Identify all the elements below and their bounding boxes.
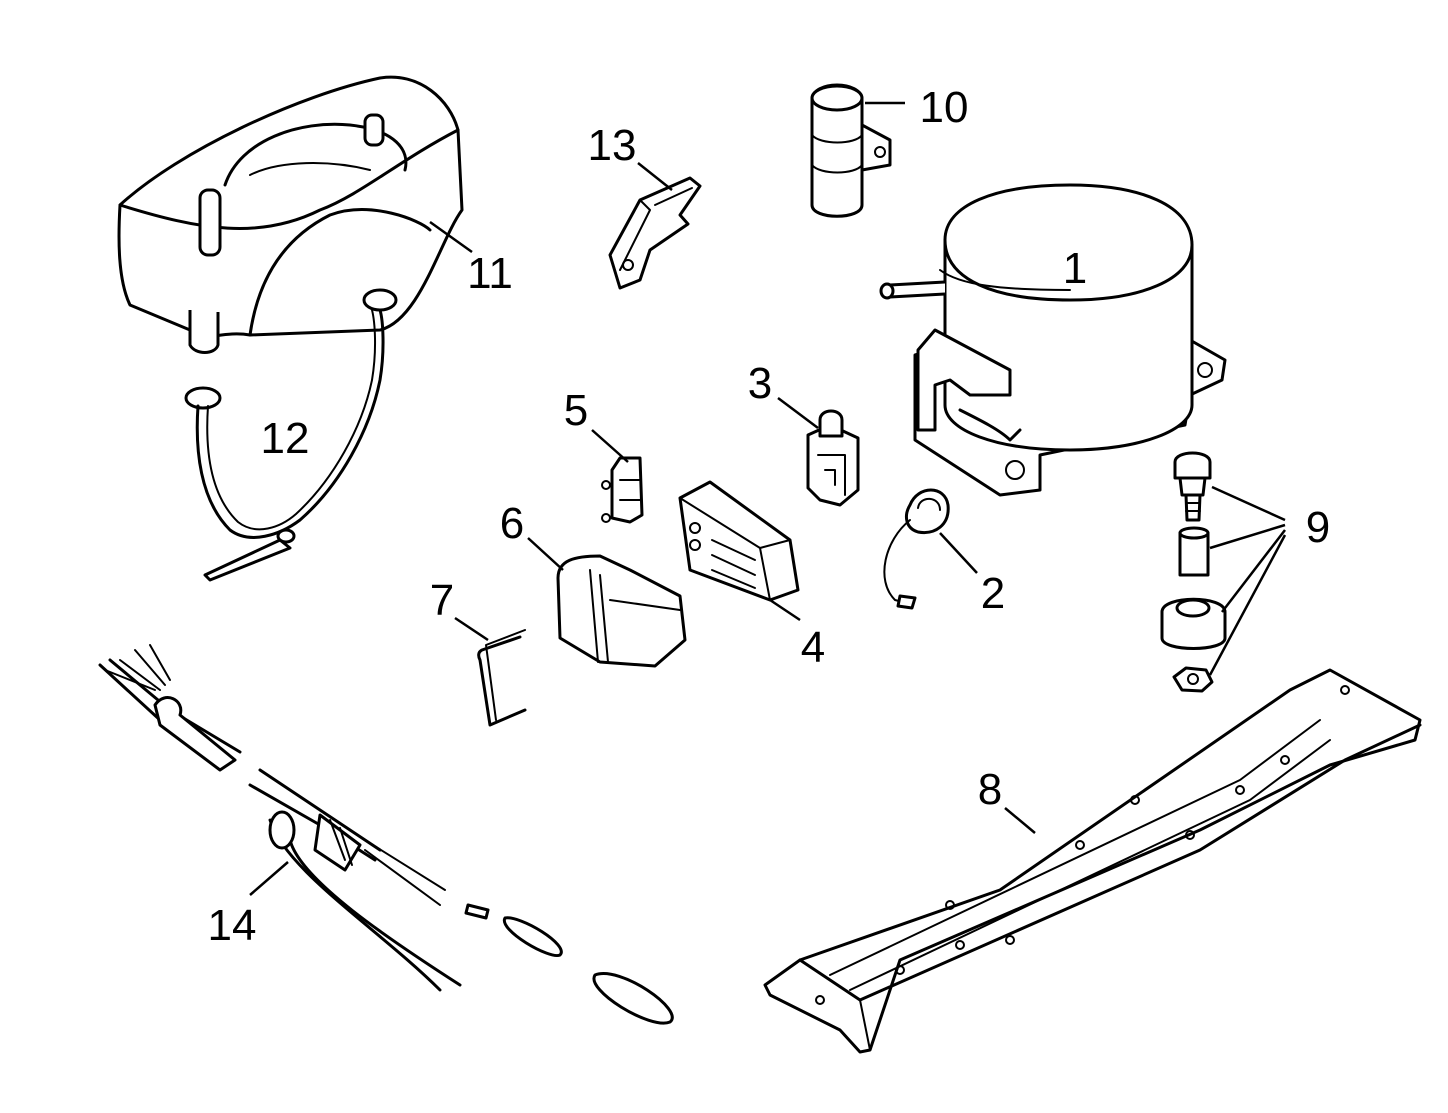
part-3-relay bbox=[806, 409, 860, 507]
part-13-bracket bbox=[608, 176, 702, 290]
callout-9: 9 bbox=[1306, 503, 1330, 552]
callout-5: 5 bbox=[564, 386, 588, 435]
callout-13: 13 bbox=[588, 121, 637, 170]
callout-6: 6 bbox=[500, 499, 524, 548]
callout-4: 4 bbox=[801, 623, 825, 672]
part-6-overload bbox=[556, 554, 687, 668]
callout-8: 8 bbox=[978, 765, 1002, 814]
part-5-clip bbox=[601, 456, 644, 524]
part-10-capacitor bbox=[810, 83, 892, 218]
part-2-grommet bbox=[883, 488, 950, 610]
callout-11: 11 bbox=[467, 249, 513, 298]
part-1-compressor bbox=[879, 183, 1227, 497]
part-7-wire-clip bbox=[477, 629, 527, 727]
part-8-base-rail bbox=[763, 668, 1422, 1054]
part-9-mounting-hardware bbox=[1160, 451, 1227, 693]
callout-14: 14 bbox=[208, 901, 257, 950]
callout-3: 3 bbox=[748, 359, 772, 408]
part-12-drain-tube bbox=[184, 288, 398, 582]
callout-7: 7 bbox=[430, 576, 454, 625]
callout-1: 1 bbox=[1063, 244, 1087, 293]
part-4-terminal-block bbox=[678, 480, 800, 602]
part-14-power-cord bbox=[98, 644, 674, 1025]
callout-2: 2 bbox=[981, 569, 1005, 618]
callout-labels: 1 2 3 4 5 6 7 8 9 10 11 12 13 14 bbox=[208, 83, 1331, 950]
leader-lines bbox=[249, 101, 1287, 896]
part-11-drip-tray bbox=[117, 75, 464, 354]
callout-10: 10 bbox=[920, 83, 969, 132]
callout-12: 12 bbox=[261, 414, 310, 463]
